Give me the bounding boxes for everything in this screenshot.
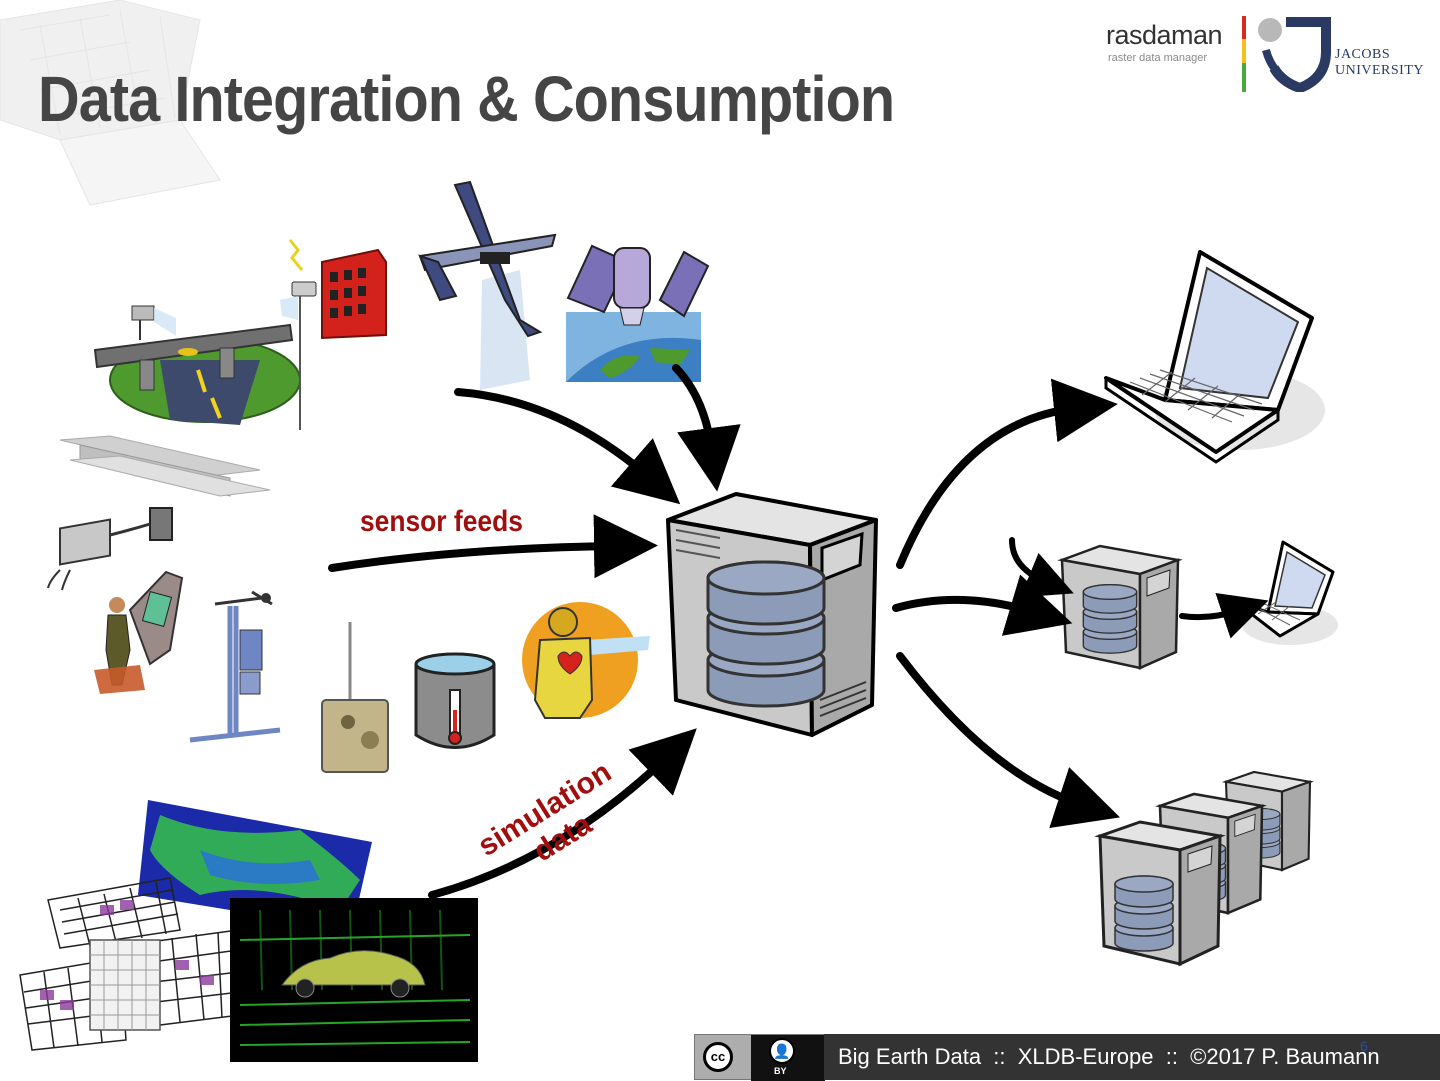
creative-commons-badge: cc 👤 BY: [694, 1034, 825, 1081]
central-database-server-icon: [666, 492, 878, 737]
arrow-intermediate-server-to-small-laptop: [1179, 592, 1269, 639]
cc-icon: cc: [703, 1042, 733, 1072]
seismic-sensor-icon: [321, 622, 389, 773]
logo-color-bar: [1242, 16, 1246, 92]
arrow-into-intermediate-server: [1009, 537, 1074, 598]
arrow-simulation-to-server: [428, 728, 697, 899]
page-number: 6: [1360, 1038, 1368, 1054]
simulation-grids-icon: [19, 800, 372, 1051]
header-logos: rasdaman raster data manager JACOBS UNIV…: [1100, 10, 1435, 95]
small-laptop-client-icon: [1234, 540, 1338, 645]
car-wind-tunnel-icon: [230, 898, 478, 1062]
arrow-server-to-intermediate-server: [892, 574, 1073, 636]
building-camera-icon: [280, 239, 387, 430]
laptop-client-icon: [1104, 250, 1325, 464]
steel-beam-sensor-icon: [47, 435, 271, 591]
arrow-aircraft-to-server: [454, 388, 681, 505]
arrow-server-to-cluster: [896, 652, 1121, 828]
slide-title: Data Integration & Consumption: [38, 63, 895, 135]
sensor-feeds-label: sensor feeds: [360, 505, 523, 538]
mobile-phone-user-icon: [94, 570, 184, 694]
server-cluster-icon: [1094, 770, 1315, 967]
rasdaman-logo-tagline: raster data manager: [1108, 52, 1208, 64]
jacobs-university-text: JACOBS UNIVERSITY: [1335, 47, 1424, 78]
arrow-satellite-to-server: [672, 364, 741, 492]
water-thermometer-icon: [414, 652, 496, 749]
jacobs-shield-icon: [1258, 17, 1331, 92]
weather-station-icon: [189, 590, 281, 743]
attribution-person-icon: 👤: [769, 1038, 795, 1064]
rasdaman-logo-text: rasdaman: [1106, 20, 1223, 50]
satellite-icon: [566, 244, 710, 382]
arrow-server-to-laptop: [896, 378, 1118, 569]
footer-bar: Big Earth Data :: XLDB-Europe :: ©2017 P…: [824, 1034, 1440, 1080]
firefighter-health-sensor-icon: [522, 602, 650, 719]
slide-footer: cc 👤 BY Big Earth Data :: XLDB-Europe ::…: [694, 1034, 1440, 1081]
intermediate-server-icon: [1057, 544, 1183, 670]
aircraft-icon: [418, 180, 557, 390]
footer-text: Big Earth Data :: XLDB-Europe :: ©2017 P…: [838, 1044, 1380, 1069]
highway-camera-icon: [93, 305, 301, 425]
arrow-sensor-feeds-to-server: [328, 514, 658, 579]
license-by-text: BY: [774, 1066, 787, 1076]
background-grid-watermark: [0, 0, 221, 206]
